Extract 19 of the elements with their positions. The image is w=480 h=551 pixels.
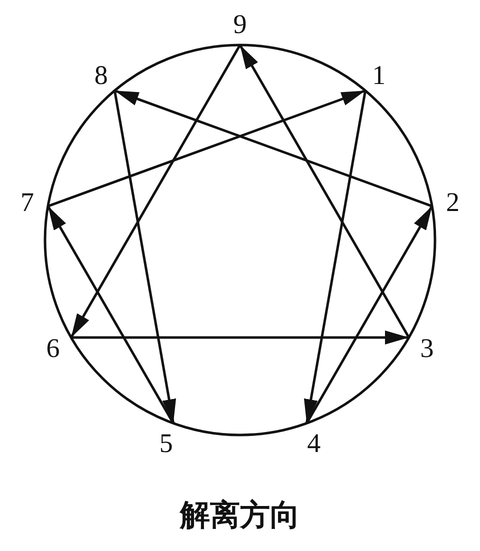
arrow (113, 90, 176, 424)
point-number: 3 (414, 333, 440, 363)
arrow (304, 90, 367, 424)
arrow (46, 206, 174, 424)
point-number: 7 (14, 187, 40, 218)
arrow (114, 89, 432, 208)
point-number: 5 (153, 428, 180, 458)
arrow (306, 206, 434, 424)
point-number: 2 (440, 187, 466, 218)
arrow (71, 330, 409, 344)
point-number: 8 (88, 60, 114, 90)
arrow (238, 44, 410, 338)
caption: 解离方向 (180, 497, 300, 535)
point-number: 4 (300, 428, 327, 458)
arrow (70, 44, 242, 338)
point-number: 1 (366, 60, 392, 90)
point-number: 9 (227, 9, 253, 39)
point-number: 6 (40, 333, 66, 363)
arrow (48, 89, 366, 208)
